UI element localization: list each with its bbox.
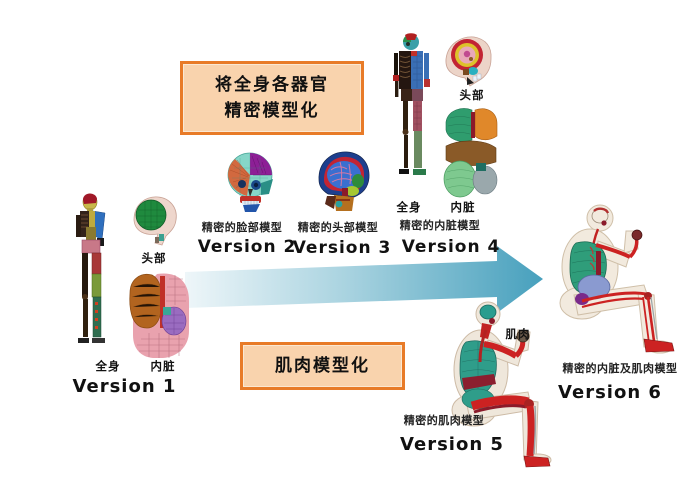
v1-organs-label: 内脏: [150, 359, 176, 373]
version-3-title: Version 3: [292, 238, 392, 258]
v5-muscle-model-image: [451, 301, 552, 468]
v1-organs-model-image: [129, 273, 189, 358]
v1-head-label: 头部: [141, 251, 167, 265]
v1-fullbody-model-image: [76, 193, 106, 343]
version-5-title: Version 5: [400, 434, 504, 455]
muscle-banner-label: 肌肉模型化: [275, 355, 370, 376]
version-2-caption: 精密的脸部模型: [201, 221, 283, 234]
goal-banner: 将全身各器官 精密模型化: [180, 61, 364, 135]
evolution-arrow: [185, 246, 543, 313]
version-4-title: Version 4: [401, 237, 501, 257]
v4-head-model-image: [445, 36, 492, 87]
v3-head-model-image: [318, 151, 370, 211]
version-1-title: Version 1: [72, 376, 177, 397]
v4-fullbody-label: 全身: [396, 200, 422, 214]
v4-fullbody-model-image: [393, 33, 430, 175]
goal-banner-line1: 将全身各器官: [215, 74, 329, 95]
version-3-caption: 精密的头部模型: [297, 221, 379, 234]
v4-organs-model-image: [443, 108, 498, 198]
v2-face-model-image: [227, 152, 273, 212]
version-5-caption: 精密的肌肉模型: [403, 414, 485, 427]
v1-head-model-image: [133, 196, 177, 246]
v1-fullbody-label: 全身: [95, 359, 121, 373]
v6-organ-muscle-model-image: [559, 204, 675, 354]
v4-head-label: 头部: [459, 88, 485, 102]
v5-muscle-label: 肌肉: [505, 327, 531, 341]
muscle-banner: 肌肉模型化: [240, 342, 405, 390]
version-4-caption: 精密的内脏模型: [399, 219, 481, 232]
version-6-title: Version 6: [558, 382, 662, 403]
goal-banner-line2: 精密模型化: [224, 101, 320, 121]
v4-organs-label: 内脏: [450, 200, 476, 214]
version-2-title: Version 2: [197, 237, 297, 257]
version-6-caption: 精密的内脏及肌肉模型: [562, 362, 678, 375]
